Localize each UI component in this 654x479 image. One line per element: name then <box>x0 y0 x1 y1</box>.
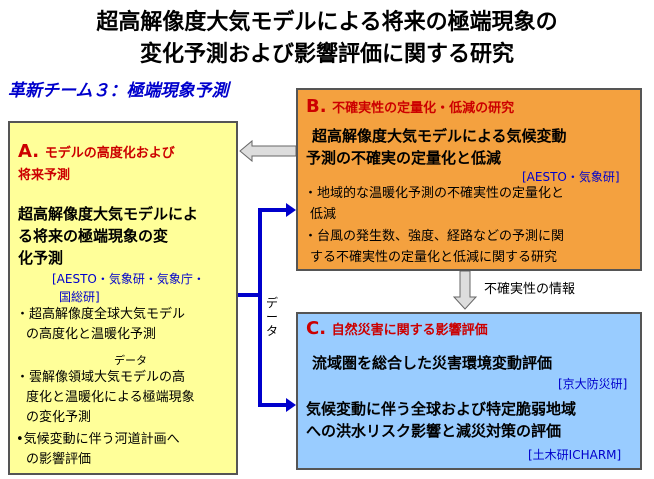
box-a-item3-line1: •気候変動に伴う河道計画へ <box>16 432 180 447</box>
box-c-orgs1: [京大防災研] <box>558 377 628 391</box>
page-title-line2: 変化予測および影響評価に関する研究 <box>139 42 514 67</box>
box-a-orgs-line1: [AESTO・気象研・気象庁・ <box>52 272 205 286</box>
box-a-item2-line1: ・雲解像領域大気モデルの高 <box>16 370 186 385</box>
box-a-heading-line2: 将来予測 <box>18 168 71 183</box>
box-a-item2-line3: の変化予測 <box>26 410 92 425</box>
page-title-line1: 超高解像度大気モデルによる将来の極端現象の <box>96 10 558 35</box>
box-a-main-line2: る将来の極端現象の変 <box>18 227 169 245</box>
box-a-item1-line2: の高度化と温暖化予測 <box>26 327 157 342</box>
box-c-letter: C. <box>306 318 327 339</box>
arrow-b-to-c <box>452 270 478 310</box>
box-c-header: C. 自然災害に関する影響評価 <box>306 318 488 339</box>
box-a-model <box>8 121 238 475</box>
box-b-item2-line1: ・台風の発生数、強度、経路などの予測に関 <box>304 229 565 244</box>
box-a-item2-line2: 度化と温暖化による極端現象 <box>26 390 195 405</box>
box-a-data-label: データ <box>114 354 147 367</box>
box-c-main2-line2: への洪水リスク影響と減災対策の評価 <box>306 422 562 440</box>
box-b-uncertainty <box>296 88 642 271</box>
flow-data-label: データ <box>266 296 279 338</box>
box-a-item1-line1: ・超高解像度全球大気モデル <box>16 307 186 322</box>
arrow-to-b <box>286 203 296 217</box>
data-line-c <box>258 295 290 407</box>
data-line <box>238 208 290 297</box>
box-a-main-line3: 化予測 <box>18 249 64 267</box>
box-c-disaster <box>296 312 642 470</box>
flow-uncertainty-label: 不確実性の情報 <box>484 282 576 297</box>
box-b-letter: B. <box>306 96 327 117</box>
box-a-item3-line2: の影響評価 <box>26 452 92 467</box>
arrow-to-c <box>286 398 296 412</box>
box-c-main1: 流域圏を総合した災害環境変動評価 <box>312 354 553 372</box>
team-label: 革新チーム３：極端現象予測 <box>8 81 229 101</box>
box-b-main-line2: 予測の不確実の定量化と低減 <box>306 149 502 167</box>
box-b-item1-line2: 低減 <box>310 207 337 222</box>
box-b-heading: 不確実性の定量化・低減の研究 <box>332 101 515 116</box>
box-a-letter: A. <box>18 141 40 162</box>
arrow-b-to-a <box>239 139 297 163</box>
box-b-main-line1: 超高解像度大気モデルによる気候変動 <box>312 127 567 145</box>
box-b-orgs: [AESTO・気象研] <box>522 170 620 184</box>
box-b-item2-line2: する不確実性の定量化と低減に関する研究 <box>310 250 558 265</box>
box-c-heading: 自然災害に関する影響評価 <box>331 323 488 338</box>
box-c-orgs2: [土木研ICHARM] <box>528 448 622 462</box>
box-b-header: B. 不確実性の定量化・低減の研究 <box>306 96 514 117</box>
box-b-item1-line1: ・地域的な温暖化予測の不確実性の定量化と <box>304 186 565 201</box>
box-c-main2-line1: 気候変動に伴う全球および特定脆弱地域 <box>306 400 577 418</box>
box-a-main-line1: 超高解像度大気モデルによ <box>18 205 199 223</box>
box-a-header: A. モデルの高度化および <box>18 141 175 162</box>
box-a-heading-line1: モデルの高度化および <box>44 146 175 161</box>
box-a-orgs-line2: 国総研] <box>59 290 100 304</box>
